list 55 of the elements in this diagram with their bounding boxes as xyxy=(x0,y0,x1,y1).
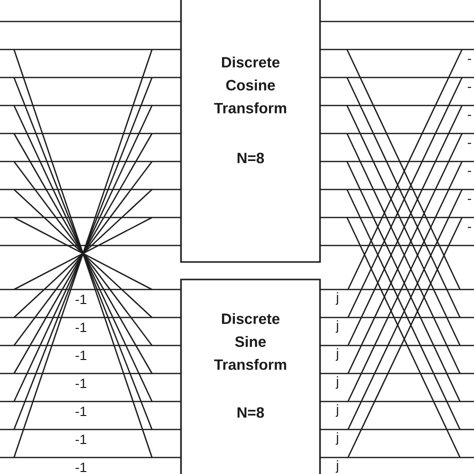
signal-line xyxy=(320,132,474,134)
multiplier-label: -1 xyxy=(76,350,86,360)
multiplier-label: - xyxy=(468,58,472,60)
signal-line xyxy=(0,104,181,106)
signal-line xyxy=(320,20,474,22)
multiplier-label: -1 xyxy=(76,378,86,388)
signal-line xyxy=(0,48,181,50)
signal-line xyxy=(0,400,181,402)
multiplier-label: -1 xyxy=(76,462,86,472)
multiplier-label: - xyxy=(468,86,472,88)
signal-line xyxy=(0,216,181,218)
signal-line xyxy=(320,216,474,218)
signal-line xyxy=(320,76,474,78)
signal-line xyxy=(320,372,474,374)
multiplier-label: j xyxy=(336,460,338,473)
signal-line xyxy=(0,188,181,190)
multiplier-label: - xyxy=(468,226,472,228)
signal-line xyxy=(320,456,474,458)
signal-line xyxy=(0,76,181,78)
signal-line xyxy=(0,132,181,134)
signal-line xyxy=(0,20,181,22)
signal-line xyxy=(320,288,474,290)
multiplier-label: -1 xyxy=(76,294,86,304)
signal-line xyxy=(320,244,474,246)
transform-box: Discrete Cosine Transform N=8 xyxy=(180,0,321,263)
signal-line xyxy=(320,188,474,190)
multiplier-label: j xyxy=(336,432,338,445)
multiplier-label: - xyxy=(468,170,472,172)
signal-line xyxy=(320,160,474,162)
signal-line xyxy=(320,48,474,50)
signal-line xyxy=(0,456,181,458)
signal-line xyxy=(0,160,181,162)
signal-line xyxy=(0,428,181,430)
signal-line xyxy=(0,288,181,290)
multiplier-label: -1 xyxy=(76,322,86,332)
multiplier-label: -1 xyxy=(76,434,86,444)
signal-line xyxy=(0,372,181,374)
multiplier-label: - xyxy=(468,114,472,116)
multiplier-label: j xyxy=(336,376,338,389)
multiplier-label: j xyxy=(336,292,338,305)
signal-line xyxy=(320,104,474,106)
signal-line xyxy=(0,344,181,346)
multiplier-label: -1 xyxy=(76,406,86,416)
multiplier-label: j xyxy=(336,320,338,333)
signal-line xyxy=(0,316,181,318)
multiplier-label: j xyxy=(336,348,338,361)
signal-line xyxy=(320,316,474,318)
transform-box: Discrete Sine Transform N=8 xyxy=(180,278,321,474)
multiplier-label: - xyxy=(468,198,472,200)
signal-line xyxy=(0,244,181,246)
signal-line xyxy=(320,344,474,346)
multiplier-label: - xyxy=(468,142,472,144)
multiplier-label: j xyxy=(336,404,338,417)
signal-line xyxy=(320,428,474,430)
signal-line xyxy=(320,400,474,402)
